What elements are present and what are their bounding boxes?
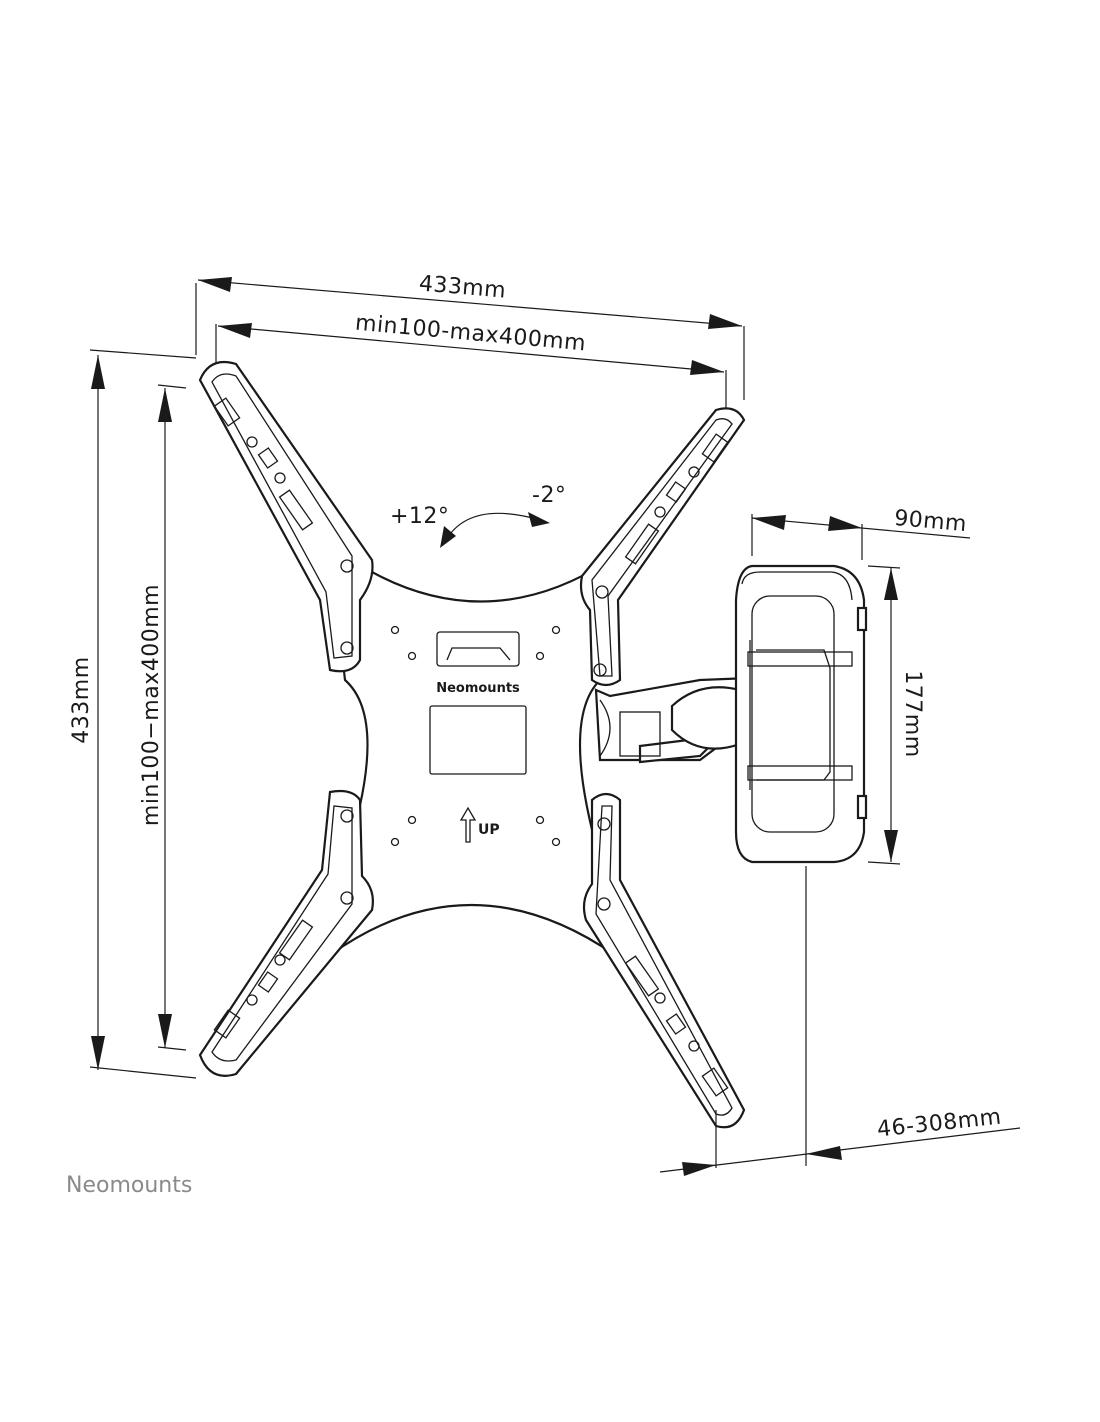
wall-plate-height-dimension: 177mm [867, 565, 925, 865]
overall-height-label: 433mm [69, 656, 94, 743]
up-label: UP [478, 822, 500, 838]
arm-top-right [579, 407, 746, 687]
plate-brand-label: Neomounts [436, 681, 520, 696]
arm-bottom-right [582, 792, 746, 1129]
overall-width-label: 433mm [418, 271, 507, 303]
extension-label: 46-308mm [876, 1105, 1003, 1143]
vesa-height-dimension: min100−max400mm [139, 384, 187, 1051]
tilt-indicator: +12° -2° [390, 483, 566, 548]
label-area [429, 705, 527, 775]
arm-bottom-left [198, 789, 374, 1077]
footer-logo: Neomounts [66, 1173, 192, 1198]
arm-top-left [198, 360, 374, 673]
vesa-height-label: min100−max400mm [139, 584, 164, 826]
extension-dimension: 46-308mm [659, 866, 1021, 1176]
tilt-down-label: -2° [532, 483, 566, 508]
wall-plate-depth-dimension: 90mm [751, 506, 971, 560]
vesa-width-label: min100-max400mm [354, 311, 587, 357]
up-arrow-icon [459, 806, 477, 843]
tilt-up-label: +12° [390, 504, 449, 529]
vesa-width-dimension: min100-max400mm [215, 311, 727, 414]
wall-plate-height-label: 177mm [900, 670, 925, 757]
wall-plate [734, 564, 868, 864]
overall-height-dimension: 433mm [69, 349, 197, 1079]
handle-slot [436, 631, 520, 667]
tv-mounting-plate: Neomounts UP [198, 360, 746, 1129]
